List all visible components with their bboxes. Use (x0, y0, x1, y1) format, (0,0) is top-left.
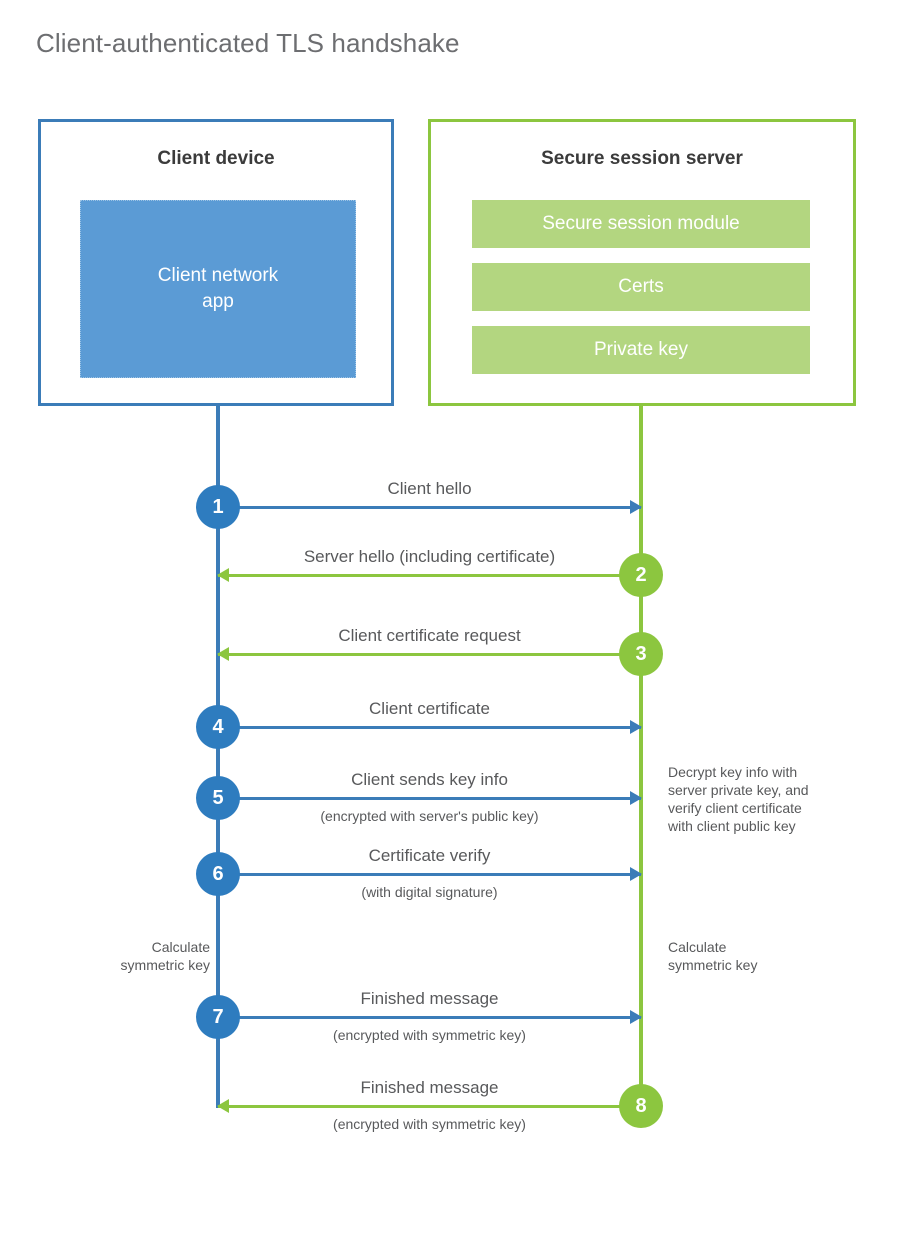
arrow-head-icon (217, 647, 229, 661)
step-badge-1: 1 (196, 485, 240, 529)
arrow-shaft (218, 797, 641, 800)
client-device-title: Client device (157, 148, 275, 169)
message-label-8: Finished message (360, 1078, 499, 1097)
arrow-shaft (218, 653, 641, 656)
message-label-4: Client certificate (369, 699, 490, 718)
step-badge-8: 8 (619, 1084, 663, 1128)
note-client-calculate-symmetric-key: Calculate symmetric key (120, 939, 210, 973)
client-network-app-block: Client network app (80, 200, 356, 378)
message-sublabel-7: (encrypted with symmetric key) (333, 1027, 526, 1043)
arrow-shaft (218, 726, 641, 729)
step-badge-3: 3 (619, 632, 663, 676)
message-label-1: Client hello (387, 479, 472, 498)
arrow-shaft (218, 873, 641, 876)
message-label-2: Server hello (including certificate) (303, 547, 556, 566)
message-sublabel-6: (with digital signature) (361, 884, 498, 900)
arrow-shaft (218, 1105, 641, 1108)
note-server-decrypt: Decrypt key info with server private key… (668, 764, 809, 834)
arrow-head-icon (630, 791, 642, 805)
message-label-7: Finished message (360, 989, 499, 1008)
arrow-shaft (218, 1016, 641, 1019)
client-network-app-label: Client network app (157, 265, 279, 312)
page-title: Client-authenticated TLS handshake (36, 28, 460, 58)
arrow-head-icon (630, 720, 642, 734)
client-lifeline (216, 404, 220, 1108)
client-device-box: Client device Client network app (38, 119, 394, 406)
message-sublabel-8: (encrypted with symmetric key) (333, 1116, 526, 1132)
step-badge-7: 7 (196, 995, 240, 1039)
message-label-6: Certificate verify (368, 846, 491, 865)
message-label-5: Client sends key info (351, 770, 508, 789)
arrow-head-icon (630, 500, 642, 514)
secure-session-server-title: Secure session server (541, 148, 743, 169)
secure-session-server-box: Secure session server Secure session mod… (428, 119, 856, 406)
server-module-certs: Certs (472, 263, 810, 311)
arrow-shaft (218, 506, 641, 509)
step-badge-4: 4 (196, 705, 240, 749)
arrow-head-icon (630, 1010, 642, 1024)
step-badge-5: 5 (196, 776, 240, 820)
server-lifeline (639, 404, 643, 1108)
step-badge-6: 6 (196, 852, 240, 896)
arrow-head-icon (217, 568, 229, 582)
message-label-3: Client certificate request (338, 626, 521, 645)
arrow-head-icon (217, 1099, 229, 1113)
note-server-calculate-symmetric-key: Calculate symmetric key (668, 939, 758, 973)
message-sublabel-5: (encrypted with server's public key) (320, 808, 539, 824)
arrow-shaft (218, 574, 641, 577)
step-badge-2: 2 (619, 553, 663, 597)
server-module-private-key: Private key (472, 326, 810, 374)
arrow-head-icon (630, 867, 642, 881)
server-module-secure-session-module: Secure session module (472, 200, 810, 248)
